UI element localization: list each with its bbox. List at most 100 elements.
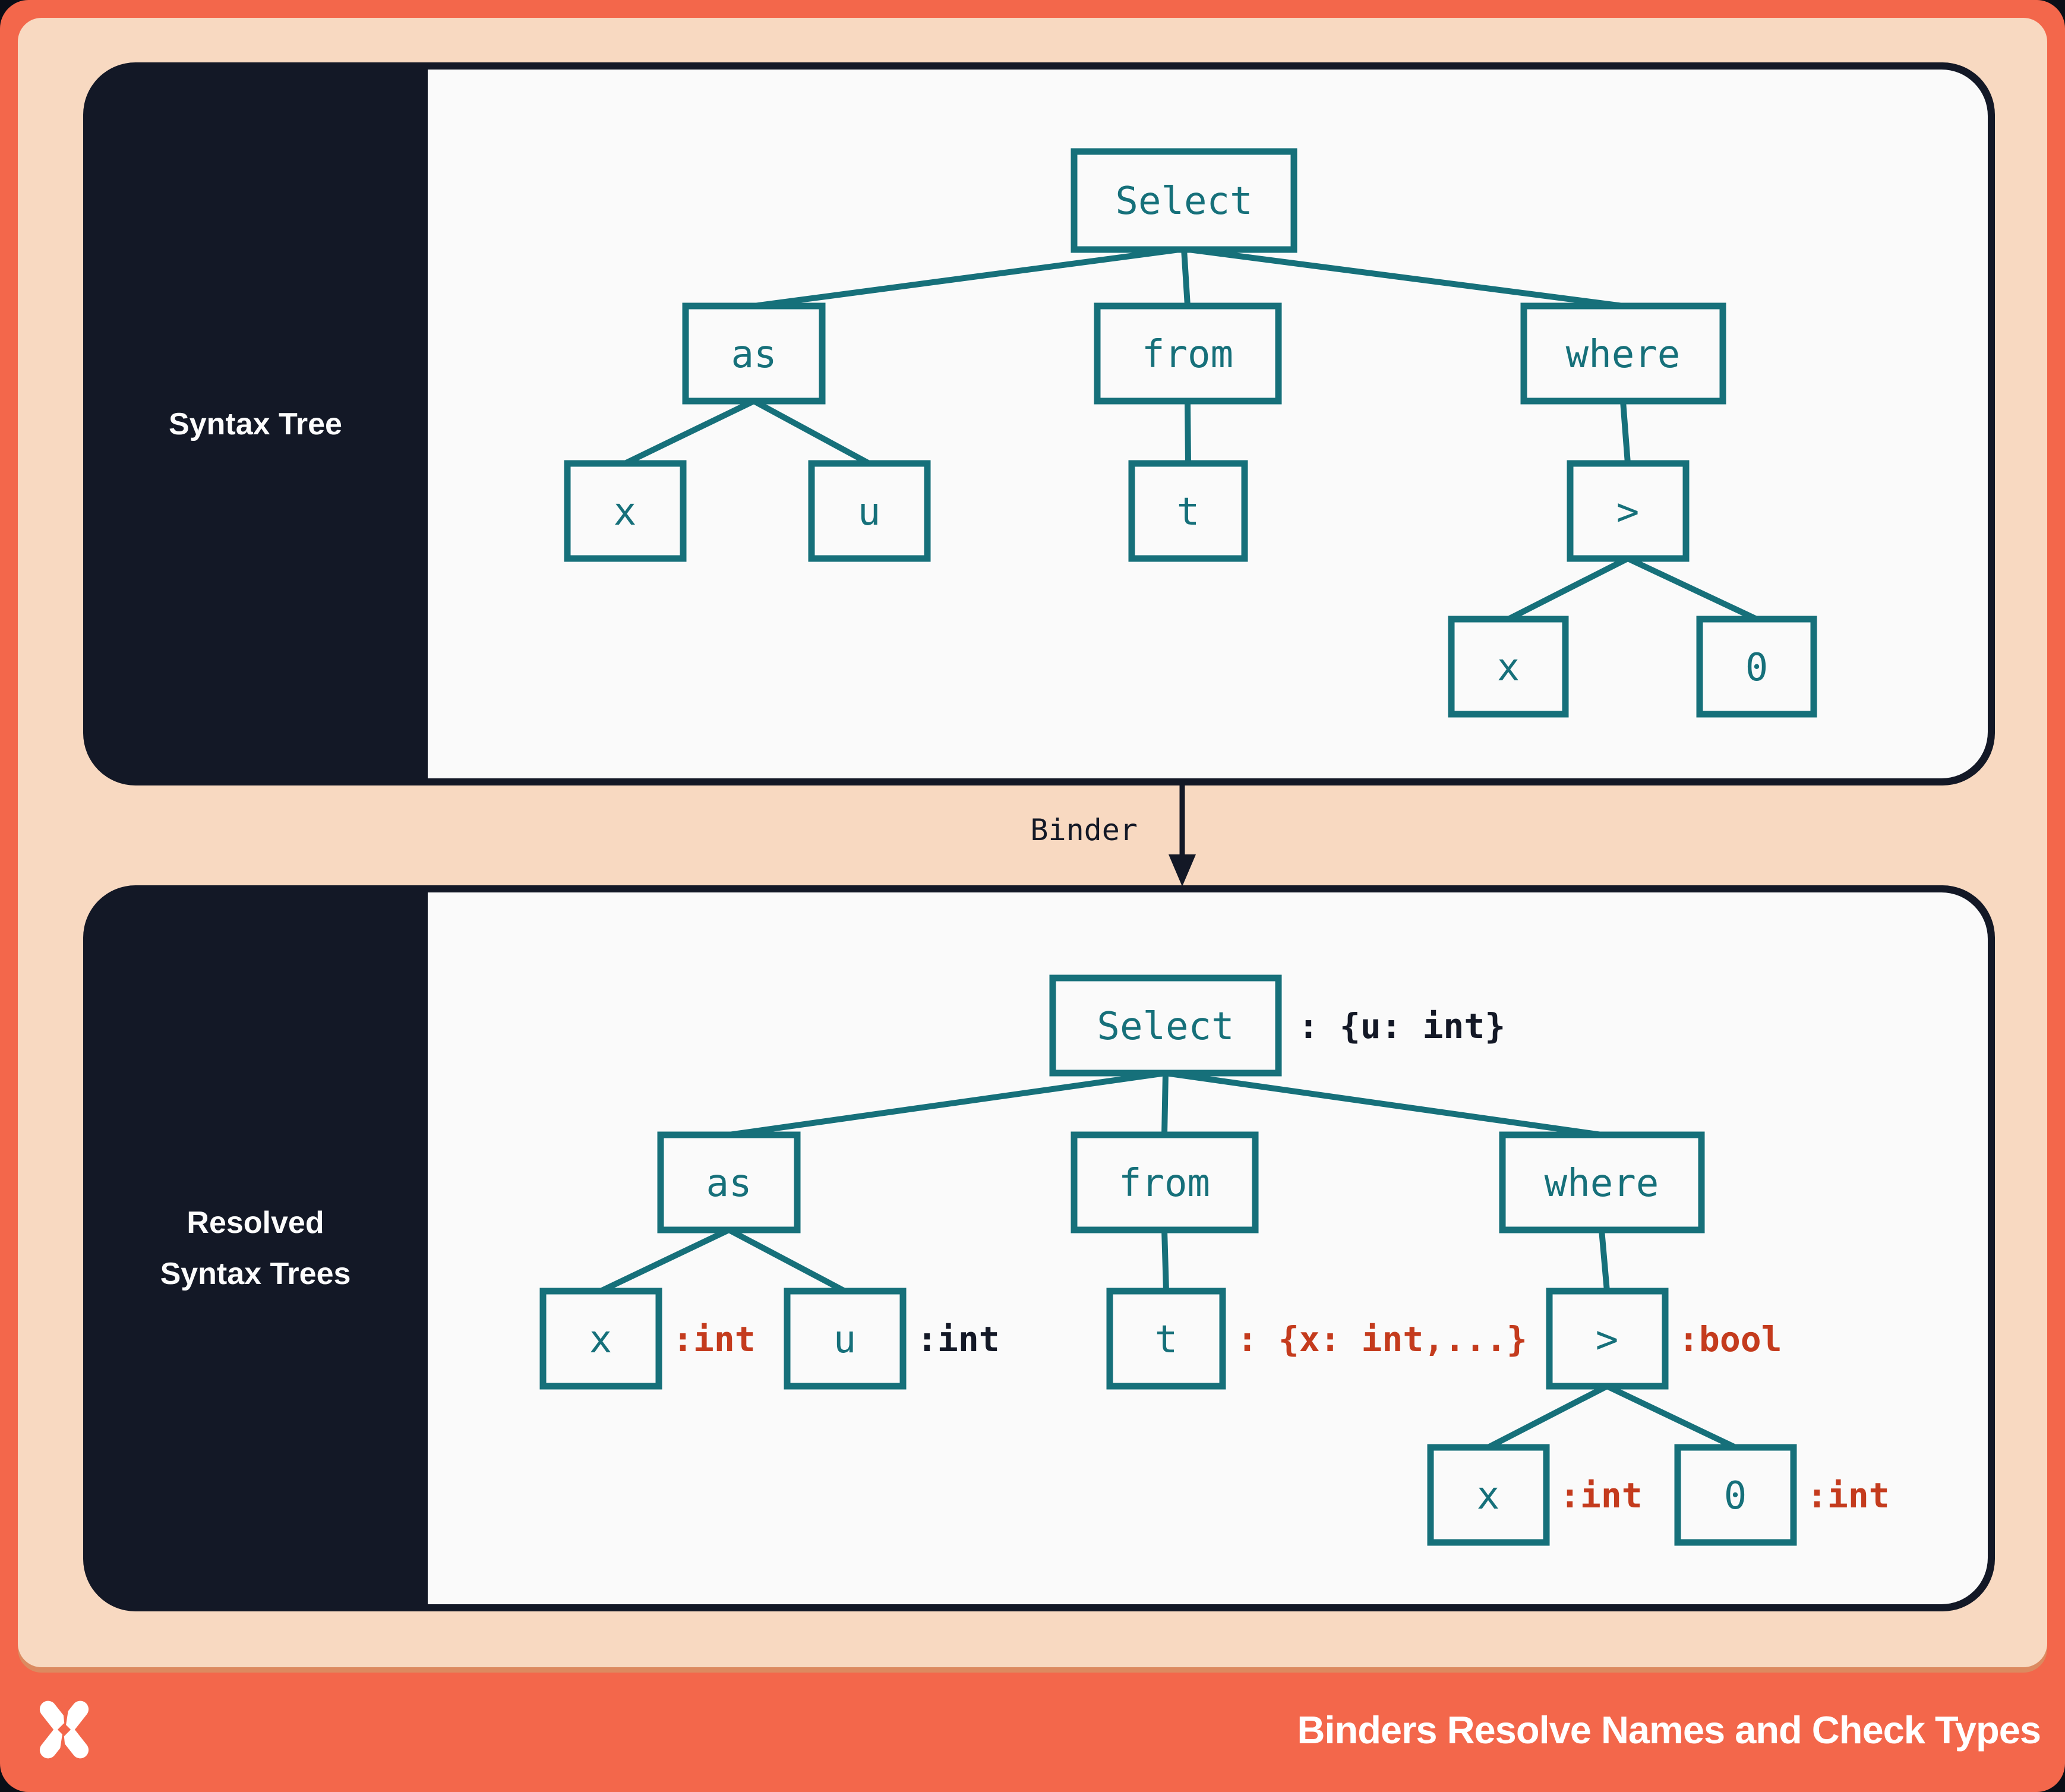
tree-node-zero: 0 [1674, 1444, 1797, 1546]
resolved-panel-title-line1: Resolved [187, 1206, 324, 1240]
node-label: from [1142, 333, 1233, 377]
syntax-tree-panel-content: Select as from where x [428, 70, 1988, 778]
tree-node-as: as [657, 1131, 801, 1233]
tree-edge [753, 246, 1185, 309]
tree-node-u: u [808, 460, 931, 562]
node-label: > [1616, 490, 1640, 534]
tree-node-from: from [1071, 1131, 1259, 1233]
syntax-tree-panel-title: Syntax Tree [169, 406, 342, 441]
tree-edge [1507, 556, 1630, 622]
node-label: where [1545, 1162, 1659, 1206]
tree-edge [623, 398, 756, 466]
node-label: x [589, 1318, 612, 1362]
node-box [1071, 148, 1297, 253]
tree-node-select: Select [1071, 148, 1297, 253]
binder-arrowhead [1169, 854, 1196, 886]
node-label: Select [1115, 179, 1252, 223]
type-annotation-t: : {x: int,...} [1237, 1319, 1527, 1359]
node-box [539, 1288, 662, 1390]
node-box [1546, 1288, 1669, 1390]
tree-edge [1161, 1229, 1169, 1292]
node-box [564, 460, 687, 562]
tree-node-t: t [1128, 460, 1248, 562]
node-label: t [1155, 1318, 1178, 1362]
brand-logo-icon [39, 1698, 89, 1761]
node-box [784, 1288, 907, 1390]
resolved-panel-title-line2: Syntax Trees [160, 1257, 351, 1291]
node-label: 0 [1724, 1474, 1747, 1518]
syntax-tree-panel: Syntax Tree Select [83, 62, 1995, 785]
binder-label: Binder [1030, 813, 1138, 847]
tree-node-t: t [1106, 1288, 1226, 1390]
tree-edge [1620, 400, 1631, 464]
node-label: > [1596, 1318, 1619, 1362]
type-annotation-zero: :int [1807, 1475, 1890, 1516]
type-annotation-u: :int [917, 1319, 1000, 1359]
tree-node-u: u [784, 1288, 907, 1390]
node-box [1499, 1131, 1705, 1233]
tree-node-x1: x [539, 1288, 662, 1390]
type-annotation-x: :int [672, 1319, 756, 1359]
type-annotation-select: : {u: int} [1298, 1006, 1505, 1046]
node-box [657, 1131, 801, 1233]
node-label: x [614, 490, 637, 534]
logo-notch [58, 1728, 67, 1761]
node-label: Select [1097, 1005, 1234, 1049]
tree-edge [1181, 248, 1191, 307]
node-label: x [1497, 646, 1520, 690]
logo-diamond-hole [57, 1722, 71, 1737]
node-label: from [1119, 1162, 1210, 1206]
tree-node-select: Select [1049, 974, 1282, 1077]
node-box [1520, 302, 1726, 405]
footer-title: Binders Resolve Names and Check Types [1297, 1708, 2041, 1752]
tree-node-from: from [1094, 302, 1282, 405]
node-label: as [706, 1162, 752, 1206]
tree-edge [752, 398, 871, 466]
tree-node-gt: > [1546, 1288, 1669, 1390]
tree-edge [1599, 1229, 1610, 1292]
tree-edge [1161, 1072, 1169, 1135]
tree-edge [599, 1227, 731, 1294]
tree-edge [1486, 1383, 1609, 1450]
node-box [808, 460, 931, 562]
resolved-tree-diagram: Select : {u: int} as from where x [539, 974, 1890, 1546]
node-label: u [833, 1318, 857, 1362]
footer-bar: Binders Resolve Names and Check Types [0, 1667, 2065, 1792]
node-box [1674, 1444, 1797, 1546]
tree-edge [1626, 556, 1758, 622]
node-box [1448, 616, 1569, 718]
tree-edge [728, 1070, 1166, 1138]
tree-node-zero: 0 [1696, 616, 1817, 718]
node-box [1427, 1444, 1550, 1546]
resolved-panel-sidebar: Resolved Syntax Trees [83, 885, 428, 1611]
node-box [1071, 1131, 1259, 1233]
tree-node-x2: x [1448, 616, 1569, 718]
tree-edge [1183, 246, 1624, 309]
resolved-panel-content: Select : {u: int} as from where x [428, 892, 1988, 1604]
type-annotation-x2: :int [1559, 1475, 1643, 1516]
node-label: u [858, 490, 881, 534]
node-box [682, 302, 826, 405]
logo-notch [61, 1698, 70, 1731]
syntax-tree-panel-sidebar: Syntax Tree [83, 62, 428, 785]
node-label: x [1477, 1474, 1500, 1518]
node-box [1128, 460, 1248, 562]
tree-edge [1605, 1383, 1737, 1450]
tree-node-as: as [682, 302, 826, 405]
node-label: as [731, 333, 776, 377]
resolved-panel: Resolved Syntax Trees Select : [83, 885, 1995, 1611]
binder-arrow [1169, 783, 1196, 886]
tree-edge [727, 1227, 847, 1294]
tree-node-where: where [1520, 302, 1726, 405]
tree-node-x1: x [564, 460, 687, 562]
node-label: 0 [1745, 646, 1769, 690]
node-box [1696, 616, 1817, 718]
node-label: t [1177, 490, 1200, 534]
tree-edge [1165, 1070, 1602, 1138]
node-label: where [1566, 333, 1681, 377]
tree-node-where: where [1499, 1131, 1705, 1233]
tree-node-x2: x [1427, 1444, 1550, 1546]
type-annotation-gt: :bool [1678, 1319, 1782, 1359]
node-box [1567, 460, 1690, 562]
